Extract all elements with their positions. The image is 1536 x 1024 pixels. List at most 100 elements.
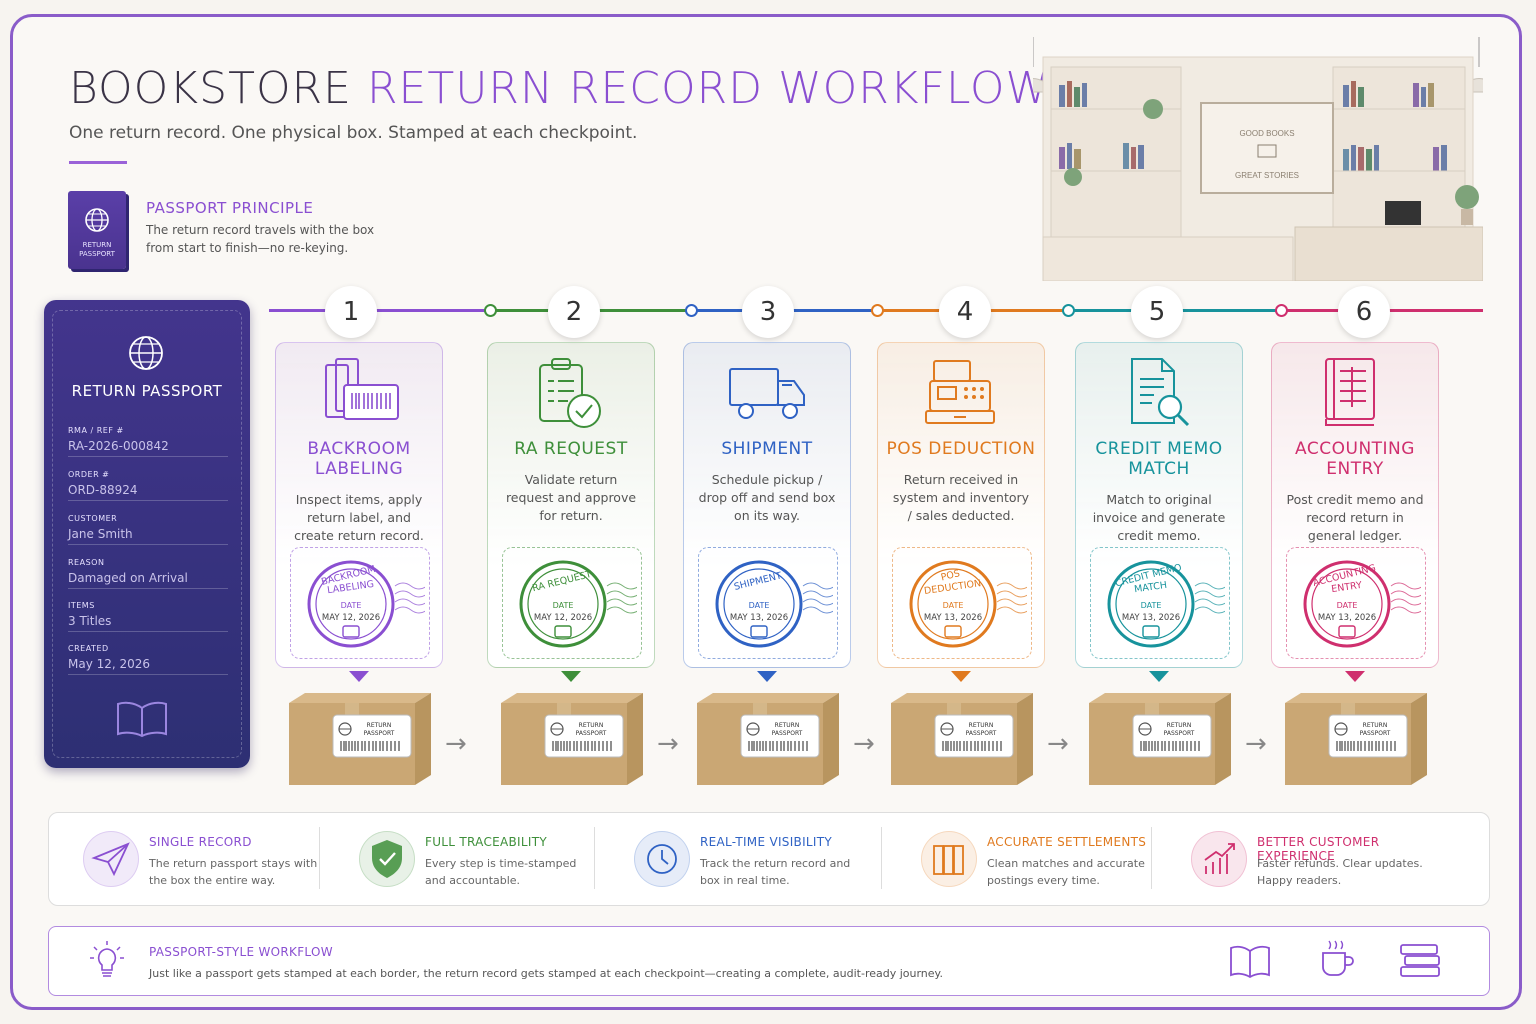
monitor-icon [1385, 201, 1421, 225]
passport-principle-heading: PASSPORT PRINCIPLE [146, 199, 314, 217]
passport-field-order: ORDER #ORD-88924 [68, 470, 228, 501]
passport-card-border [52, 310, 242, 758]
box-label-line1: RETURN [579, 722, 604, 729]
step-number-2: 2 [548, 286, 600, 338]
step-description: Validate return request and approve for … [505, 472, 637, 523]
timeline-dot [871, 304, 884, 317]
box-label-line2: PASSPORT [1360, 730, 1391, 737]
stamp-date: MAY 13, 2026 [1318, 613, 1376, 623]
benefit-title: SINGLE RECORD [149, 835, 252, 849]
clipboard-check-icon [539, 358, 601, 428]
benefit-description: Clean matches and accurate postings ever… [987, 857, 1145, 887]
globe-icon [85, 208, 109, 232]
field-key: CUSTOMER [68, 514, 118, 523]
store-sign [1200, 102, 1334, 194]
benefit-description: Faster refunds. Clear updates. Happy rea… [1257, 857, 1423, 887]
stamp-date-label: DATE [943, 601, 964, 610]
step-number-1: 1 [325, 286, 377, 338]
passport-field-rma: RMA / REF # RA-2026-000842 [68, 426, 228, 457]
title-accent: RETURN RECORD WORKFLOW [366, 63, 1051, 114]
benefit-title: BETTER CUSTOMER EXPERIENCE [1257, 835, 1380, 863]
binders-icon [921, 831, 977, 887]
field-value: Jane Smith [68, 527, 133, 541]
timeline-dot [1275, 304, 1288, 317]
flow-arrow: → [1047, 729, 1069, 759]
stamp-mini-icon [1142, 625, 1160, 638]
stamp-mini-icon [944, 625, 962, 638]
stamp-mini-icon [750, 625, 768, 638]
stamp-date: MAY 12, 2026 [322, 613, 380, 623]
stamp-mini-icon [342, 625, 360, 638]
footer-text: Just like a passport gets stamped at eac… [149, 967, 943, 980]
field-key: REASON [68, 558, 105, 567]
store-sign-line1: GOOD BOOKS [1239, 129, 1294, 138]
field-value: RA-2026-000842 [68, 439, 169, 453]
box-label-line2: PASSPORT [576, 730, 607, 737]
flow-arrow: → [1245, 729, 1267, 759]
checkout-counter [1294, 226, 1483, 281]
clock-icon [634, 831, 690, 887]
step-number-6: 6 [1338, 286, 1390, 338]
benefit-divider [1151, 827, 1152, 889]
infographic-frame: BOOKSTORE RETURN RECORD WORKFLOW One ret… [10, 14, 1522, 1010]
stamp-date-label: DATE [553, 601, 574, 610]
stamp-mini-icon [1338, 625, 1356, 638]
open-book-icon [117, 701, 167, 738]
field-key: ITEMS [68, 601, 95, 610]
timeline-segment [269, 309, 490, 312]
box-label-line2: PASSPORT [772, 730, 803, 737]
step-arrow-down [1345, 671, 1365, 682]
benefit-title: ACCURATE SETTLEMENTS [987, 835, 1147, 849]
passport-book-label: RETURN PASSPORT [79, 241, 115, 258]
benefit-divider [594, 827, 595, 889]
field-value: ORD-88924 [68, 483, 138, 497]
step-description: Post credit memo and record return in ge… [1286, 492, 1424, 543]
field-value: May 12, 2026 [68, 657, 151, 671]
benefit-divider [881, 827, 882, 889]
step-number-3: 3 [742, 286, 794, 338]
step-arrow-down [349, 671, 369, 682]
box-label-line1: RETURN [969, 722, 994, 729]
step-name: BACKROOM LABELING [307, 439, 411, 479]
page-subtitle: One return record. One physical box. Sta… [69, 123, 638, 143]
benefit-divider [319, 827, 320, 889]
timeline-dot [1062, 304, 1075, 317]
truck-icon [729, 368, 805, 419]
stamp-title-line2: MATCH [1134, 580, 1168, 595]
passport-workflow-footer: PASSPORT-STYLE WORKFLOW Just like a pass… [48, 926, 1490, 996]
globe-icon [129, 336, 163, 370]
coffee-cup-icon [1322, 940, 1354, 976]
field-key: RMA / REF # [68, 426, 124, 435]
timeline-dot [685, 304, 698, 317]
step-number-5: 5 [1131, 286, 1183, 338]
stamp-date-label: DATE [1337, 601, 1358, 610]
bookstore-shelf-illustration: GOOD BOOKS GREAT STORIES [1033, 37, 1483, 281]
box-label-line1: RETURN [775, 722, 800, 729]
stamp-date-label: DATE [341, 601, 362, 610]
step-arrow-down [1149, 671, 1169, 682]
benefit-description: Every step is time-stamped and accountab… [425, 857, 577, 887]
benefit-description: Track the return record and box in real … [700, 857, 851, 887]
return-passport-card: RETURN PASSPORT RMA / REF #RA-2026-00084… [44, 300, 250, 768]
stamp-date: MAY 13, 2026 [924, 613, 982, 623]
paper-plane-icon [83, 831, 139, 887]
step-description: Inspect items, apply return label, and c… [294, 492, 424, 543]
flow-arrow: → [657, 729, 679, 759]
step-name: POS DEDUCTION [886, 439, 1036, 459]
